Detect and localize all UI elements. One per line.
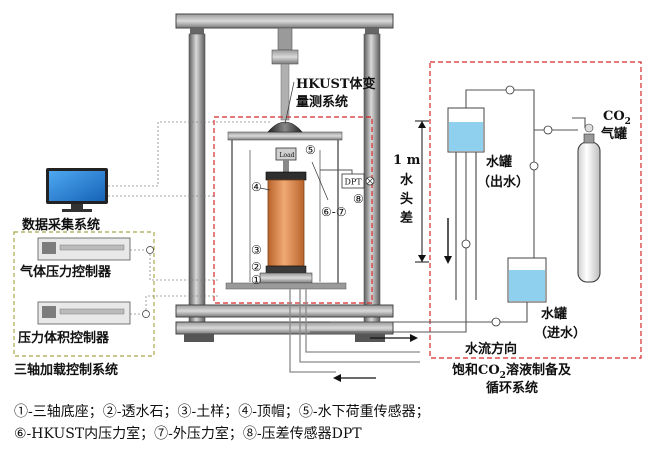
data-system-label: 数据采集系统 — [22, 217, 100, 233]
valve-left — [461, 239, 471, 249]
dpt-box — [341, 173, 365, 189]
cell-region-box — [213, 116, 373, 304]
monitor-screen — [49, 171, 105, 201]
head-char-2: 头 — [400, 191, 413, 207]
legend-line-2: ⑥-HKUST内压力室；⑦-外压力室；⑧-压差传感器DPT — [14, 425, 362, 442]
gas-controller-label: 气体压力控制器 — [20, 264, 112, 280]
crosshead-nut-right — [365, 28, 379, 34]
valve-bottom — [491, 317, 501, 327]
head-char-3: 差 — [400, 210, 413, 226]
computer-monitor — [46, 168, 108, 212]
piston-rod — [280, 63, 290, 121]
valve-top — [505, 85, 515, 95]
marker-8: ⑧ — [353, 192, 364, 206]
vol-line-valve — [142, 310, 150, 318]
pipe-co2-top — [572, 117, 586, 128]
marker-5: ⑤ — [305, 143, 316, 157]
foot-left — [184, 334, 214, 342]
saturation-piping — [310, 89, 586, 333]
cell-base — [225, 282, 347, 290]
soil-sample — [267, 179, 305, 267]
porous-stone — [265, 265, 307, 274]
tank-inflow-label-2: （进水） — [534, 325, 586, 341]
base-plate-top — [175, 304, 394, 318]
co2-gauge — [584, 123, 594, 133]
load-cell-top — [271, 49, 299, 65]
leader-m5 — [311, 161, 329, 201]
cell-dome — [267, 121, 303, 133]
sat-caption-2: 循环系统 — [486, 380, 538, 396]
top-cap — [265, 171, 307, 181]
gas-controller-device — [37, 237, 131, 261]
co2-tank-label: 气罐 — [601, 126, 627, 142]
tank-outflow-water — [449, 122, 483, 151]
pedestal — [259, 272, 313, 284]
marker-6-7: ⑥-⑦ — [321, 205, 347, 219]
vol-controller-label: 压力体积控制器 — [18, 330, 110, 346]
loading-frame — [175, 13, 394, 342]
co2-bottle — [577, 123, 601, 283]
leader-hkust — [284, 81, 295, 125]
loading-ram — [277, 27, 293, 51]
head-difference: 1 m 水 头 差 — [393, 120, 429, 263]
valve-mid — [529, 161, 539, 171]
tank-outflow — [447, 107, 485, 300]
tank-inflow-label-1: 水罐 — [541, 306, 567, 322]
triaxial-system-label: 三轴加载控制系统 — [14, 362, 118, 378]
tank-inflow — [507, 257, 547, 303]
co2-label: CO2 — [603, 109, 631, 127]
load-cell-text: Load — [280, 152, 295, 159]
signal-lines — [108, 121, 272, 315]
pipe-tank-link — [465, 89, 535, 258]
cell-lid — [227, 131, 343, 141]
base-plate-bottom — [175, 321, 394, 335]
valve-co2 — [543, 125, 553, 135]
vol-controller-device — [37, 301, 131, 325]
control-system-box — [13, 231, 155, 357]
sat-caption-1: 饱和CO2溶液制备及 — [451, 362, 572, 381]
gas-line-valve — [146, 246, 154, 254]
pipe-inflow-return — [330, 302, 528, 323]
flow-direction-label: 水流方向 — [465, 341, 517, 357]
pillar-left — [188, 33, 206, 325]
head-value: 1 m — [393, 153, 421, 168]
marker-2: ② — [251, 260, 262, 274]
marker-4: ④ — [251, 180, 262, 194]
hkust-label-line1: HKUST体变 — [296, 76, 376, 92]
leader-m4 — [259, 187, 271, 191]
legend-line-1: ①-三轴底座；②-透水石；③-土样；④-顶帽；⑤-水下荷重传感器； — [14, 403, 430, 420]
hkust-label-line2: 量测系统 — [296, 94, 348, 110]
crosshead-nut-left — [190, 28, 204, 34]
tank-outflow-label-1: 水罐 — [486, 154, 512, 170]
bottom-piping — [289, 289, 420, 373]
tank-outflow-label-2: （出水） — [477, 174, 529, 190]
inner-rod — [283, 160, 289, 172]
co2-bottle-body — [577, 141, 601, 283]
valves — [461, 85, 553, 327]
marker-1: ① — [251, 273, 262, 287]
pipe-outflow-return — [310, 152, 467, 333]
triaxial-cell: Load — [225, 121, 353, 290]
head-char-1: 水 — [400, 172, 414, 188]
co2-valve — [583, 133, 595, 144]
saturation-system-box — [429, 61, 642, 359]
marker-3: ③ — [251, 243, 262, 257]
dpt-label: DPT — [345, 178, 363, 187]
tank-inflow-water — [509, 270, 545, 301]
top-crosshead — [175, 13, 394, 29]
